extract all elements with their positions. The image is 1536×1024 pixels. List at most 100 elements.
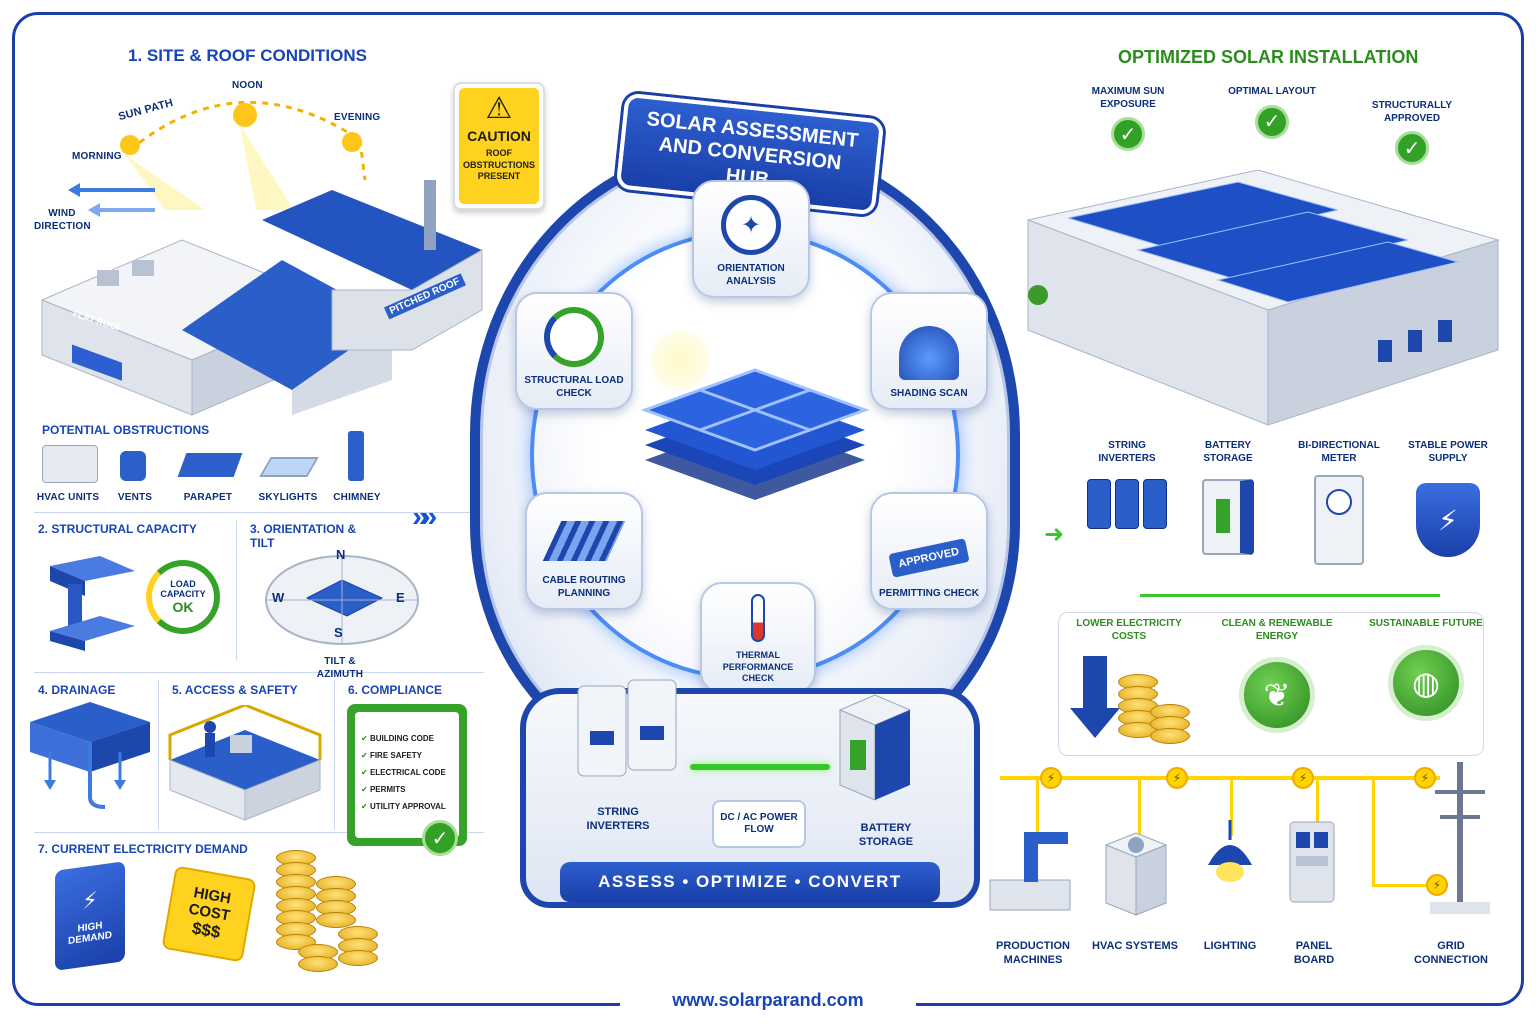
thermal-performance-check-node: THERMAL PERFORMANCE CHECK xyxy=(700,582,816,694)
equip-label: BATTERY STORAGE xyxy=(1203,440,1253,464)
load-label-grid: GRID CONNECTION xyxy=(1414,940,1488,966)
shading-scan-node: SHADING SCAN xyxy=(870,292,988,410)
production-machine-icon xyxy=(989,832,1071,911)
structural-load-check-label: STRUCTURAL LOAD CHECK xyxy=(524,375,624,399)
hub-string-inverters-label: STRING INVERTERS xyxy=(586,806,650,832)
compass-n: N xyxy=(336,547,346,562)
divider xyxy=(34,832,484,833)
earth-icon: ◍ xyxy=(1388,644,1464,721)
solar-installed-building-illustration xyxy=(1026,170,1500,426)
check-structurally-approved: STRUCTURALLY APPROVED ✓ xyxy=(1354,100,1470,165)
access-safety-illustration xyxy=(168,705,322,821)
caution-text: ROOF OBSTRUCTIONS PRESENT xyxy=(463,148,535,182)
equip-battery-storage: BATTERY STORAGE xyxy=(1188,440,1268,555)
dc-ac-power-flow-box: DC / AC POWER FLOW xyxy=(712,800,806,848)
ok-label: OK xyxy=(172,599,194,615)
compass-s: S xyxy=(334,625,343,640)
battery-icon xyxy=(1202,479,1254,555)
high-demand-label: HIGH DEMAND xyxy=(68,920,112,948)
vent-icon xyxy=(120,451,146,481)
load-capacity-label: LOAD CAPACITY xyxy=(160,579,206,599)
check-label: MAXIMUM SUN EXPOSURE xyxy=(1091,86,1165,110)
structural-capacity-title: 2. STRUCTURAL CAPACITY xyxy=(38,522,197,536)
site-roof-title: 1. SITE & ROOF CONDITIONS xyxy=(128,46,367,65)
check-max-sun: MAXIMUM SUN EXPOSURE ✓ xyxy=(1068,86,1188,151)
solar-panel-stack-icon xyxy=(640,368,870,500)
footer-url-box: www.solarparand.com xyxy=(620,989,916,1011)
obstruction-label-vents: VENTS xyxy=(117,492,153,503)
benefits-panel xyxy=(1058,612,1484,756)
savings-coins-icon xyxy=(1118,664,1198,748)
drainage-title: 4. DRAINAGE xyxy=(38,683,116,697)
compliance-item: ✔ PERMITS xyxy=(361,785,406,794)
panel-board-icon xyxy=(1289,821,1335,903)
equip-string-inverters: STRING INVERTERS xyxy=(1082,440,1172,535)
cable-routing-planning-node: CABLE ROUTING PLANNING xyxy=(525,492,643,610)
gauge-icon xyxy=(544,307,604,367)
power-bus-line xyxy=(1000,776,1440,780)
inverter-icon xyxy=(1082,479,1172,535)
benefit-label: SUSTAINABLE FUTURE xyxy=(1369,618,1483,629)
wind-direction-label: WIND DIRECTION xyxy=(34,208,91,232)
caution-sign: ⚠ CAUTION ROOF OBSTRUCTIONS PRESENT xyxy=(453,82,545,210)
divider xyxy=(34,672,484,673)
compliance-title: 6. COMPLIANCE xyxy=(348,683,443,697)
check-label: OPTIMAL LAYOUT xyxy=(1228,86,1316,97)
obstruction-label-parapet: PARAPET xyxy=(183,492,233,503)
compliance-list: ✔ BUILDING CODE ✔ FIRE SAFETY ✔ ELECTRIC… xyxy=(361,730,453,815)
compliance-item: ✔ UTILITY APPROVAL xyxy=(361,802,446,811)
orientation-tilt-title: 3. ORIENTATION & TILT xyxy=(250,522,357,550)
obstructions-row: HVAC UNITS VENTS PARAPET SKYLIGHTS CHIMN… xyxy=(37,431,480,510)
caution-title: CAUTION xyxy=(467,128,531,144)
orientation-analysis-node: ✦ ORIENTATION ANALYSIS xyxy=(692,180,810,298)
check-icon: ✓ xyxy=(1111,117,1145,151)
cable-tray-icon xyxy=(542,521,626,561)
skylight-icon xyxy=(259,457,319,477)
equip-label: STABLE POWER SUPPLY xyxy=(1408,440,1488,464)
high-cost-label: HIGH COST xyxy=(187,884,233,925)
power-flow-line xyxy=(690,764,830,770)
equipment-connection-line xyxy=(1140,594,1440,597)
equip-stable-power-supply: STABLE POWER SUPPLY ⚡ xyxy=(1400,440,1496,557)
power-drop-line xyxy=(1372,884,1432,887)
benefit-lower-costs: LOWER ELECTRICITY COSTS xyxy=(1070,618,1188,643)
compass-w: W xyxy=(272,590,285,605)
load-label-hvac: HVAC SYSTEMS xyxy=(1092,940,1178,952)
dc-ac-power-flow-label: DC / AC POWER FLOW xyxy=(720,811,798,836)
steel-beam-icon xyxy=(50,556,135,651)
divider xyxy=(236,520,237,660)
drainage-illustration xyxy=(30,702,150,809)
orientation-analysis-label: ORIENTATION ANALYSIS xyxy=(717,263,785,287)
benefit-sustainable-future: SUSTAINABLE FUTURE ◍ xyxy=(1366,618,1486,721)
electricity-demand-title: 7. CURRENT ELECTRICITY DEMAND xyxy=(38,842,248,856)
obstruction-label-chimney: CHIMNEY xyxy=(333,492,381,503)
down-arrow-icon xyxy=(1070,656,1120,746)
obstructions-title: POTENTIAL OBSTRUCTIONS xyxy=(42,423,210,437)
footer-url[interactable]: www.solarparand.com xyxy=(672,989,864,1010)
permitting-check-node: APPROVED PERMITTING CHECK xyxy=(870,492,988,610)
check-icon: ✓ xyxy=(1255,104,1289,139)
meter-icon xyxy=(1314,475,1364,565)
power-drop-line xyxy=(1316,776,1319,836)
thermometer-icon xyxy=(751,594,765,643)
compass-plate-illustration xyxy=(265,555,419,645)
wind-arrows-icon xyxy=(68,183,155,217)
compliance-item: ✔ ELECTRICAL CODE xyxy=(361,768,446,777)
compass-e: E xyxy=(396,590,405,605)
string-inverters-hub-icon xyxy=(577,679,677,777)
hub-battery-storage-label: BATTERY STORAGE xyxy=(858,822,914,848)
benefit-label: CLEAN & RENEWABLE ENERGY xyxy=(1221,618,1333,642)
compliance-item: ✔ BUILDING CODE xyxy=(361,734,434,743)
sun-path-diagram xyxy=(120,100,367,210)
obstruction-label-hvac: HVAC UNITS xyxy=(36,492,100,503)
power-drop-line xyxy=(1230,776,1233,836)
grid-tower-icon xyxy=(1430,762,1490,914)
access-safety-title: 5. ACCESS & SAFETY xyxy=(172,683,298,697)
lighting-lamp-icon xyxy=(1208,820,1252,882)
thermal-performance-check-label: THERMAL PERFORMANCE CHECK xyxy=(722,650,794,683)
equip-label: STRING INVERTERS xyxy=(1098,440,1156,464)
hvac-system-icon xyxy=(1104,832,1168,916)
power-drop-line xyxy=(1036,776,1039,836)
bolt-icon: ⚡ xyxy=(1414,767,1436,789)
benefit-clean-energy: CLEAN & RENEWABLE ENERGY ❦ xyxy=(1212,618,1342,733)
